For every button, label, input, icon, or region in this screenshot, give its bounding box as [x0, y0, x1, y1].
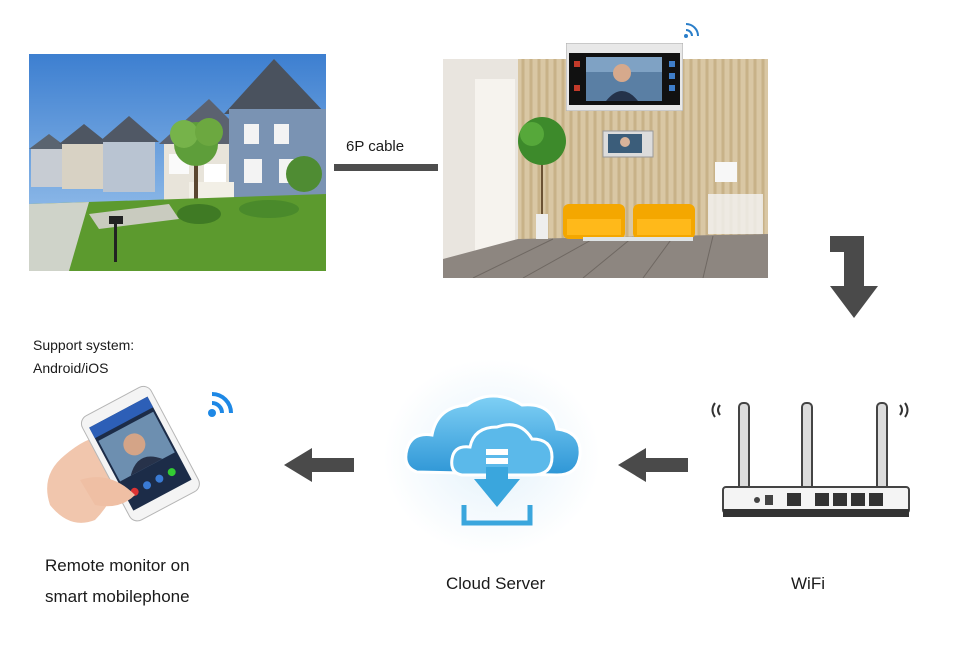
house-photo — [29, 54, 326, 271]
smartphone-in-hand — [40, 385, 240, 533]
cable-line — [334, 164, 438, 171]
wifi-label: WiFi — [791, 574, 825, 593]
indoor-monitor — [566, 43, 683, 111]
cloud-server-label: Cloud Server — [446, 574, 546, 593]
phone-wifi-icon — [206, 391, 236, 419]
cloud-server-icon — [382, 357, 602, 557]
down-arrow-icon — [826, 236, 882, 320]
mobile-label-line2: smart mobilephone — [45, 587, 190, 606]
support-system-label: Support system: — [33, 337, 135, 353]
wifi-router-icon — [705, 395, 920, 525]
left-arrow-icon — [284, 448, 354, 482]
mobile-label-line1: Remote monitor on — [45, 556, 190, 575]
support-os-label: Android/iOS — [33, 360, 109, 376]
cable-label: 6P cable — [346, 138, 405, 155]
monitor-wifi-icon — [683, 21, 701, 39]
left-arrow-icon-2 — [618, 448, 688, 482]
